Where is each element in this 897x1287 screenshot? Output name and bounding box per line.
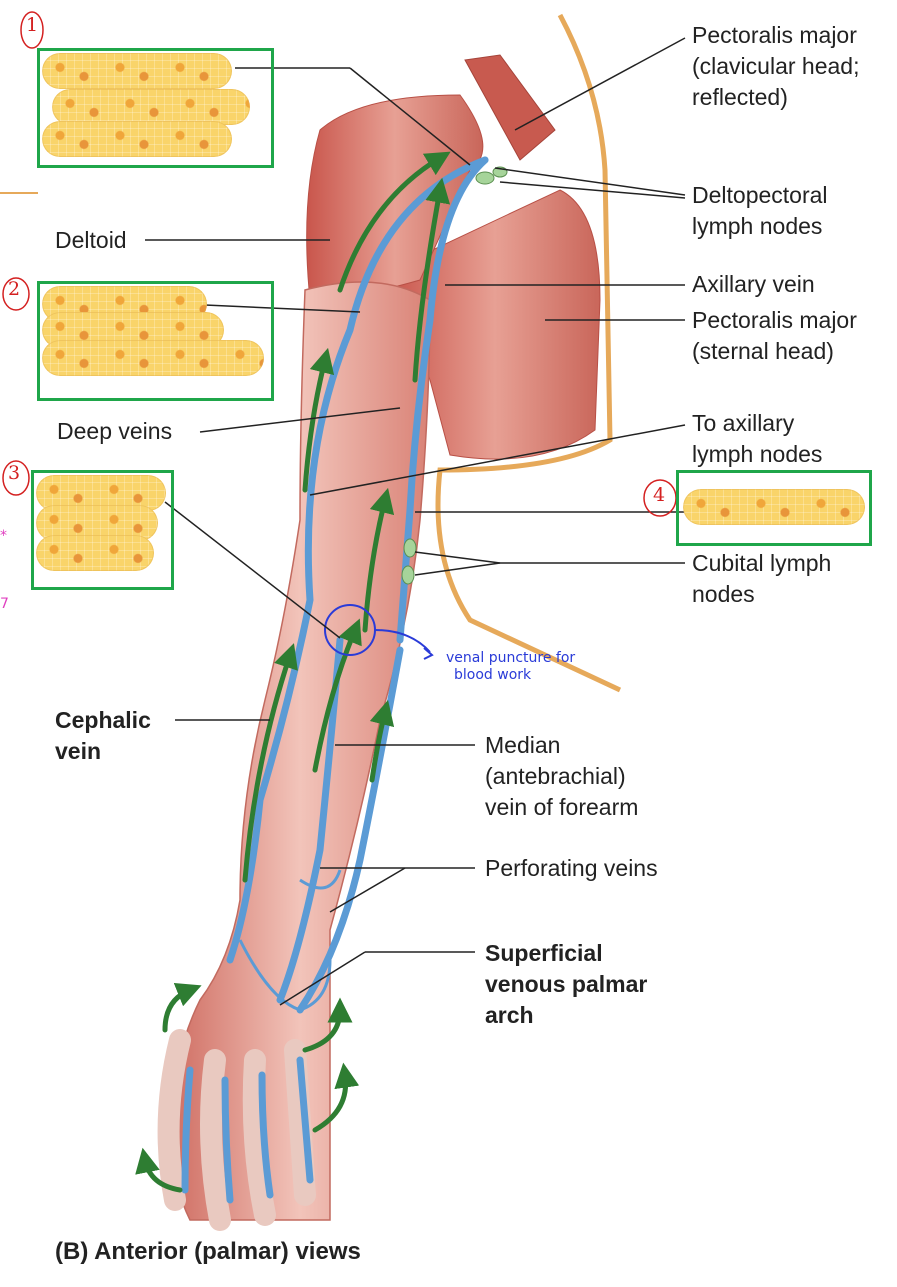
annotation-arrow (374, 629, 431, 653)
flow-arrows (135, 151, 451, 1193)
label-median-vein: Median(antebrachial)vein of forearm (485, 732, 639, 820)
marker-4: 4 (653, 484, 666, 506)
leader-lines (145, 37, 686, 1006)
answer-box-4[interactable] (676, 470, 872, 546)
answer-box-1[interactable] (37, 48, 274, 168)
axillary-vein (396, 156, 489, 644)
arm-silhouette (169, 281, 431, 1221)
tape-strip (52, 89, 250, 125)
chest-skin (435, 13, 622, 693)
label-deep-veins: Deep veins (57, 418, 173, 444)
median-vein (276, 636, 344, 1004)
finger-veins (181, 1056, 314, 1204)
answer-box-3[interactable] (31, 470, 174, 590)
tape-strip (683, 489, 865, 525)
label-perforating-veins: Perforating veins (485, 855, 658, 881)
tape-strip (42, 340, 264, 376)
tape-strip (42, 53, 232, 89)
tape-strip (42, 121, 232, 157)
marker-3: 3 (8, 462, 21, 484)
label-pectoralis-sternal: Pectoralis major(sternal head) (692, 307, 857, 364)
svg-text:*: * (0, 528, 7, 544)
marker-1: 1 (26, 14, 39, 36)
svg-text:7: 7 (0, 596, 9, 612)
answer-box-2[interactable] (37, 281, 274, 401)
pectoralis-sternal-muscle (389, 189, 601, 460)
figure-caption: (B) Anterior (palmar) views (55, 1238, 361, 1265)
cephalic-vein (226, 156, 489, 964)
pectoralis-clavicular-muscle (464, 54, 556, 161)
label-pectoralis-clavicular: Pectoralis major(clavicular head;reflect… (692, 22, 860, 110)
label-axillary-vein: Axillary vein (692, 271, 815, 297)
tape-strip (36, 535, 154, 571)
veins (181, 156, 489, 1204)
hand (157, 1029, 316, 1231)
label-deltoid: Deltoid (55, 227, 127, 253)
marker-2: 2 (8, 278, 21, 300)
lymph-nodes (401, 166, 508, 585)
